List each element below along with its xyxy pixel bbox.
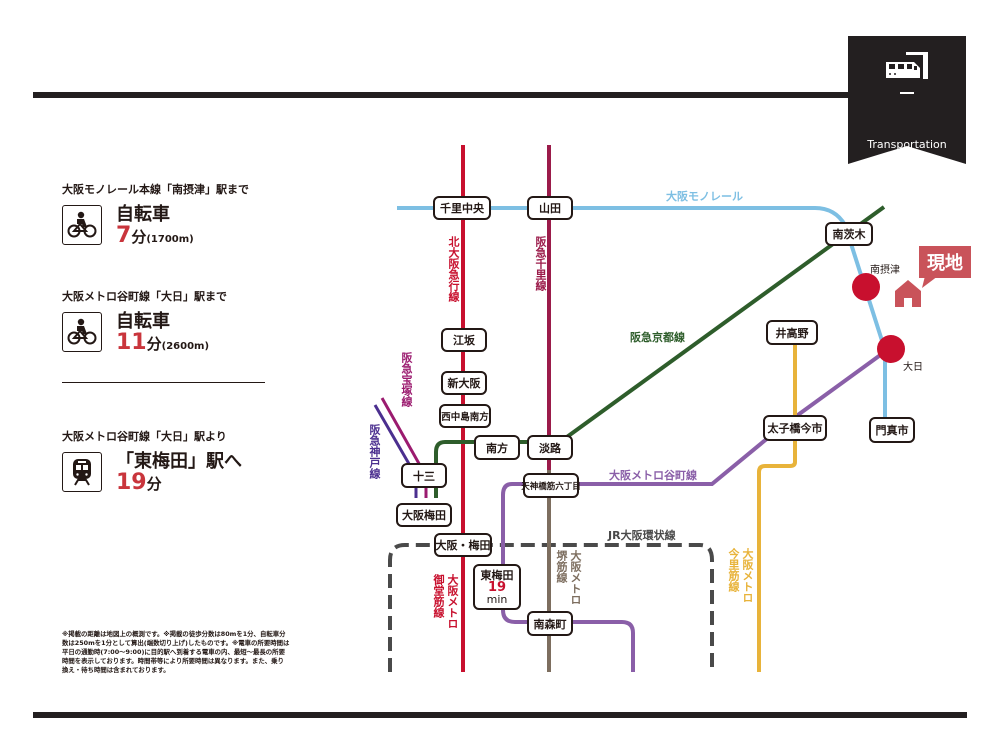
label-kyoto: 阪急京都線 bbox=[630, 331, 685, 344]
station-minami-settsu: 南摂津 bbox=[870, 265, 900, 276]
station-shin-osaka: 新大阪 bbox=[441, 371, 487, 395]
station-minami-ibaraki: 南茨木 bbox=[825, 222, 873, 246]
home-icon bbox=[895, 280, 921, 307]
station-dot-dainichi bbox=[877, 335, 905, 363]
label-kitaosaka: 北大阪急行線 bbox=[447, 236, 460, 302]
route-caption: 大阪モノレール本線「南摂津」駅まで bbox=[62, 183, 249, 196]
label-kobe: 阪急神戸線 bbox=[368, 424, 381, 479]
route-unit: 分 bbox=[146, 475, 162, 493]
station-dainichi: 大日 bbox=[903, 362, 923, 373]
label-sakaisuji-b: 大阪メトロ bbox=[569, 550, 582, 605]
route-mode: 自転車 bbox=[116, 204, 170, 225]
station-minamimorimachi: 南森町 bbox=[527, 611, 573, 636]
station-yamada: 山田 bbox=[527, 196, 573, 220]
line-monorail bbox=[397, 206, 887, 428]
train-station-icon bbox=[886, 52, 928, 94]
travel-time-unit: min bbox=[486, 592, 508, 606]
station-osaka-umeda-jr: 大阪・梅田 bbox=[434, 533, 492, 557]
route-distance: (1700m) bbox=[146, 234, 194, 245]
label-midosuji-b: 大阪メトロ bbox=[446, 574, 459, 629]
bicycle-icon bbox=[62, 312, 102, 352]
route-distance: (2600m) bbox=[161, 341, 210, 352]
here-pointer bbox=[922, 276, 938, 288]
footer-rule bbox=[33, 712, 967, 718]
footnote: ※掲載の距離は地図上の概測です。※掲載の徒歩分数は80mを1分、自転車分数は25… bbox=[62, 630, 290, 674]
route-info-higashi-umeda: 大阪メトロ谷町線「大日」駅より 「東梅田」駅へ 19分 bbox=[62, 428, 242, 495]
station-juso: 十三 bbox=[401, 463, 447, 488]
station-kadoma-shi: 門真市 bbox=[869, 417, 915, 443]
station-dot-minami-settsu bbox=[852, 273, 880, 301]
line-imazatosuji bbox=[757, 338, 797, 672]
station-tenjinbashisuji-6chome: 天神橋筋六丁目 bbox=[521, 473, 581, 498]
train-icon bbox=[62, 452, 102, 492]
station-esaka: 江坂 bbox=[441, 328, 487, 352]
label-sakaisuji-a: 堺筋線 bbox=[555, 550, 568, 583]
badge-subtitle: map bbox=[894, 153, 920, 166]
label-imazatosuji-a: 今里筋線 bbox=[727, 548, 740, 592]
route-mode: 自転車 bbox=[116, 311, 170, 332]
route-minutes: 7 bbox=[116, 223, 132, 248]
label-midosuji-a: 御堂筋線 bbox=[432, 574, 445, 618]
label-jr-loop: JR大阪環状線 bbox=[608, 529, 676, 542]
current-location-label: 現地 bbox=[919, 246, 971, 278]
route-destination: 「東梅田」駅へ bbox=[116, 451, 242, 472]
label-senri: 阪急千里線 bbox=[534, 236, 547, 291]
route-caption: 大阪メトロ谷町線「大日」駅より bbox=[62, 430, 227, 443]
badge-title: Transportation bbox=[867, 138, 947, 151]
badge-ribbon bbox=[848, 36, 966, 164]
line-jr-loop bbox=[388, 543, 714, 672]
station-osaka-umeda: 大阪梅田 bbox=[396, 503, 452, 527]
label-tanimachi: 大阪メトロ谷町線 bbox=[609, 469, 697, 482]
bicycle-icon bbox=[62, 205, 102, 245]
divider bbox=[62, 382, 265, 383]
route-unit: 分 bbox=[146, 335, 162, 353]
station-nishinakajima-minamikata: 西中島南方 bbox=[439, 404, 491, 428]
line-tanimachi bbox=[501, 346, 892, 672]
label-imazatosuji-b: 大阪メトロ bbox=[741, 548, 754, 603]
route-minutes: 11 bbox=[116, 330, 147, 355]
route-info-minami-settsu: 大阪モノレール本線「南摂津」駅まで 自転車 7分(1700m) bbox=[62, 181, 249, 251]
station-taishibashi-imaichi: 太子橋今市 bbox=[763, 415, 827, 441]
station-minamikata: 南方 bbox=[474, 435, 520, 460]
station-awaji: 淡路 bbox=[527, 435, 573, 460]
station-name: 東梅田 bbox=[480, 568, 514, 582]
station-senri-chuo: 千里中央 bbox=[433, 196, 491, 220]
header-rule bbox=[33, 92, 848, 98]
station-idataka: 井高野 bbox=[766, 320, 818, 345]
route-minutes: 19 bbox=[116, 470, 147, 495]
route-caption: 大阪メトロ谷町線「大日」駅まで bbox=[62, 290, 227, 303]
label-takarazuka: 阪急宝塚線 bbox=[400, 352, 413, 407]
label-monorail: 大阪モノレール bbox=[666, 190, 743, 203]
route-info-dainichi: 大阪メトロ谷町線「大日」駅まで 自転車 11分(2600m) bbox=[62, 288, 227, 358]
travel-time: 19 bbox=[487, 579, 507, 595]
line-hankyu-kyoto bbox=[434, 205, 886, 498]
route-unit: 分 bbox=[131, 228, 147, 246]
transportation-map-badge: Transportation map bbox=[848, 36, 966, 166]
station-higashi-umeda: 東梅田 19 min bbox=[473, 564, 521, 610]
